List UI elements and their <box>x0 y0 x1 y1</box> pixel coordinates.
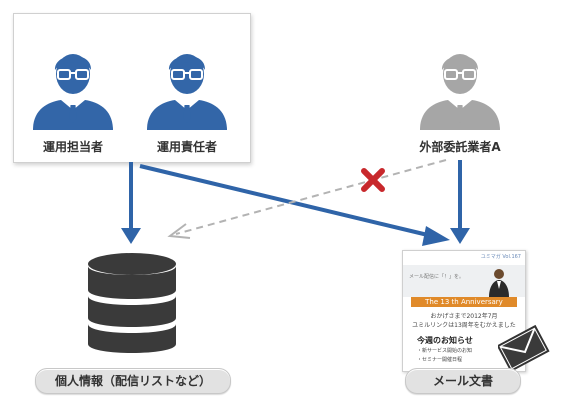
manager-label: 運用責任者 <box>156 140 217 154</box>
contractor-icon <box>419 53 501 131</box>
staff-to-database-arrow <box>121 162 141 244</box>
doc-banner-figure <box>489 269 509 297</box>
doc-bullet-2: ・セミナー開催日程 <box>417 357 463 363</box>
staff-to-document-arrow <box>139 164 450 246</box>
doc-line-1: おかげさまで2012年7月 <box>430 313 498 320</box>
operator-icon <box>32 53 114 131</box>
envelope-icon <box>498 324 550 373</box>
doc-line-2: ユミルリンクは13周年をむかえました <box>412 322 516 329</box>
manager-icon <box>146 53 228 131</box>
internal-staff-card <box>13 13 251 163</box>
contractor-to-database-dashed-arrow <box>167 159 447 239</box>
doc-banner <box>403 265 525 297</box>
doc-banner-text: メール配信に「！」を。 <box>409 274 465 280</box>
doc-brand: ユミマガ <box>480 254 501 260</box>
database-label: 個人情報（配信リストなど） <box>35 368 231 394</box>
mail-document-thumbnail: ユミマガ Vol.167 メール配信に「！」を。 The 13 th Anniv… <box>402 250 526 372</box>
access-denied-x-icon <box>361 168 385 192</box>
doc-subheading: 今週のお知らせ <box>417 336 473 345</box>
document-label: メール文書 <box>405 368 521 394</box>
operator-label: 運用担当者 <box>42 140 103 154</box>
doc-anniversary-banner: The 13 th Anniversary <box>411 297 517 307</box>
doc-volume: Vol.167 <box>502 254 521 260</box>
doc-bullet-1: ・新サービス開始のお知 <box>417 348 473 354</box>
database-icon <box>88 253 176 353</box>
doc-header: ユミマガ Vol.167 <box>407 253 521 263</box>
contractor-label: 外部委託業者A <box>419 140 501 154</box>
contractor-to-document-arrow <box>450 160 470 244</box>
